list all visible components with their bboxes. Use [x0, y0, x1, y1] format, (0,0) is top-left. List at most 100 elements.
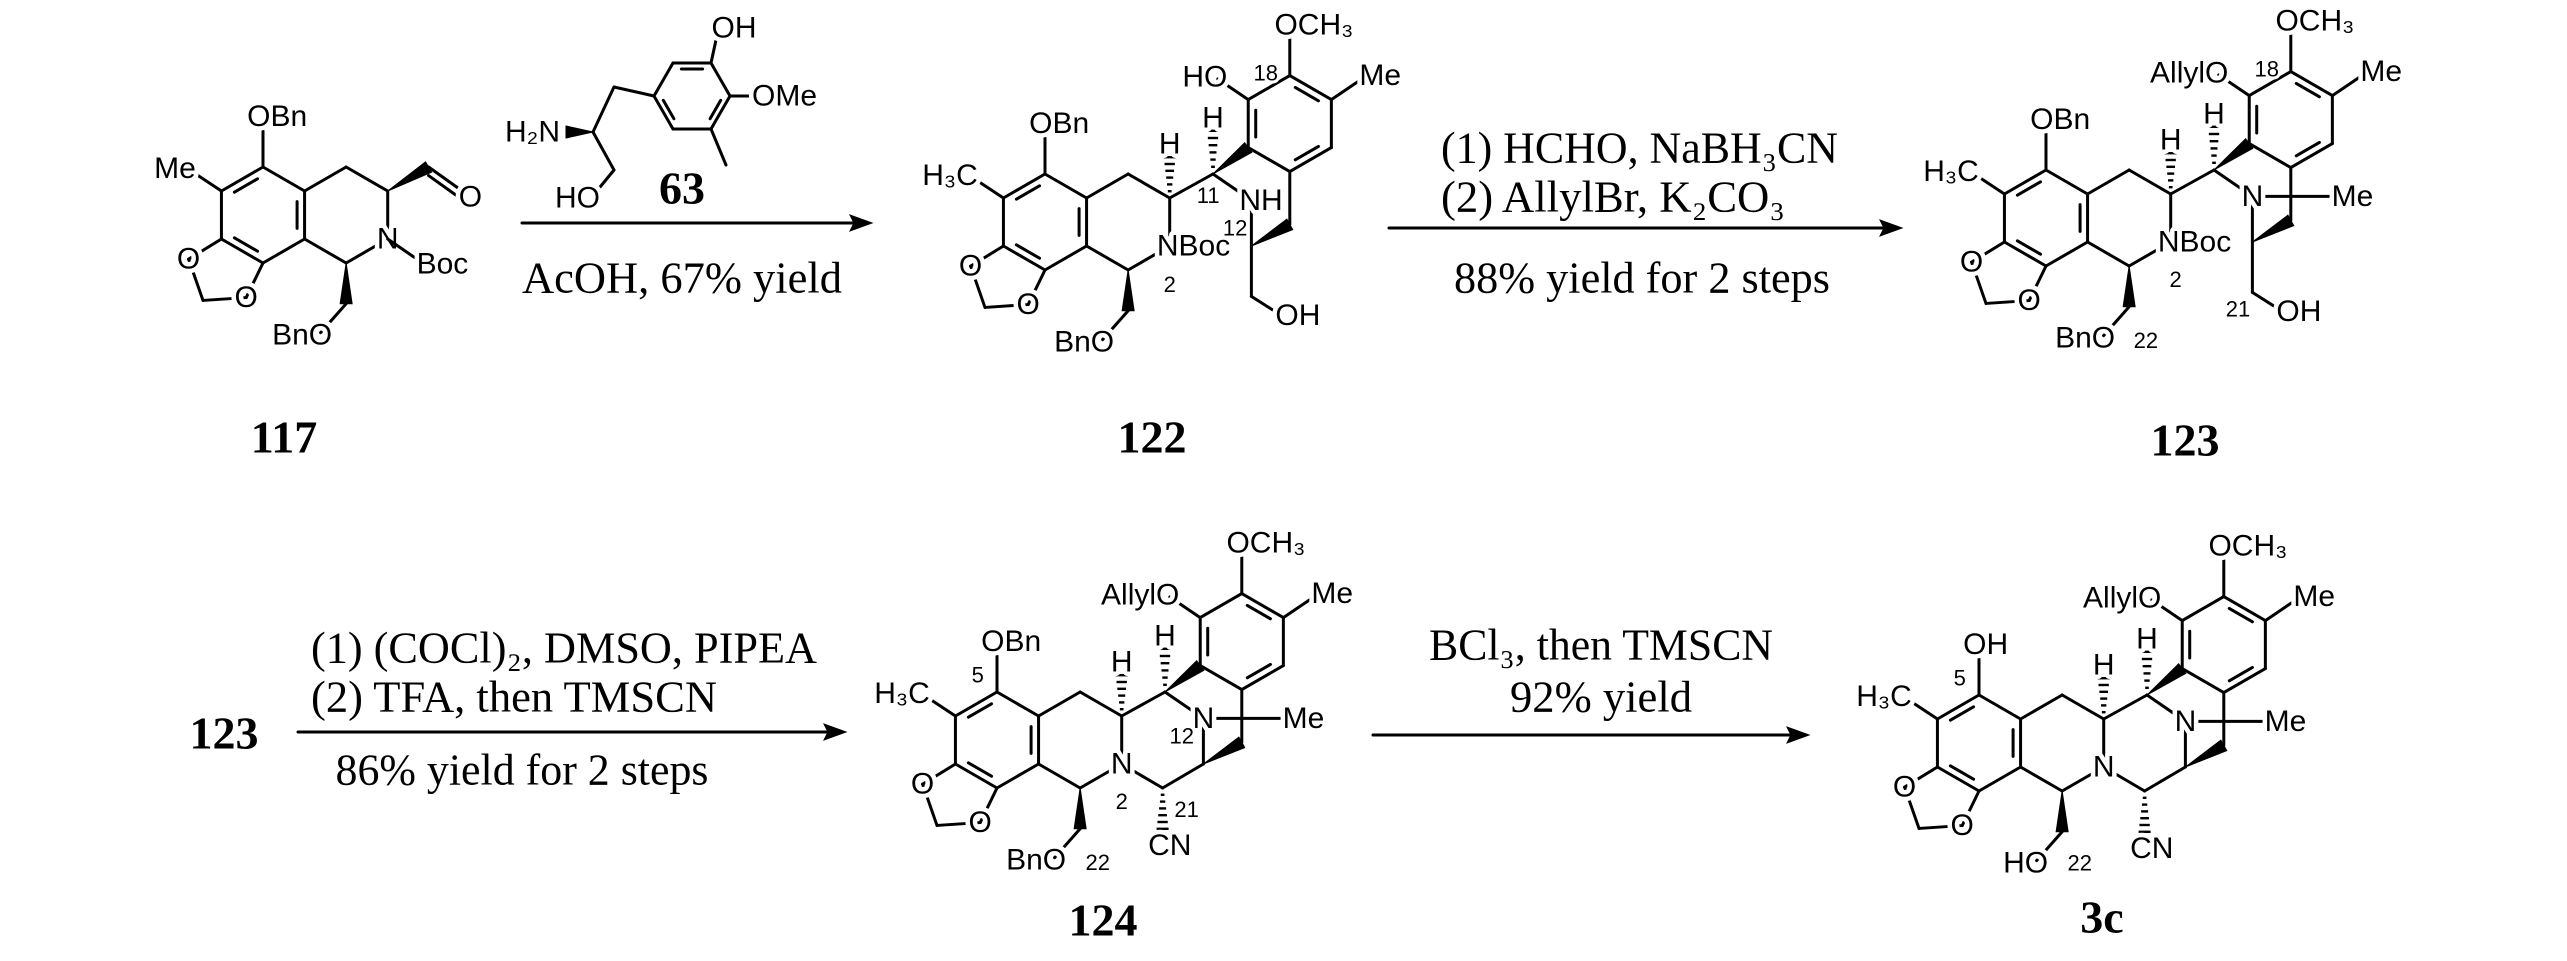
single-bond — [1043, 244, 1089, 272]
single-bond — [344, 237, 390, 265]
single-bond — [386, 237, 416, 259]
methoxy-label: OCH₃ — [1274, 9, 1353, 42]
arrow-head — [1785, 726, 1811, 744]
double-bond-inner — [1245, 662, 1272, 680]
single-bond — [594, 168, 616, 194]
methoxy-label: OMe — [752, 80, 817, 113]
single-bond — [2150, 598, 2184, 623]
methyl-label: H₃C — [1856, 680, 1912, 713]
hydrogen-label: H — [2203, 97, 2225, 130]
single-bond — [1216, 77, 1250, 102]
n-boc-label: NBoc — [2158, 226, 2231, 259]
atom-number-22: 22 — [2068, 851, 2092, 876]
single-bond — [1053, 827, 1082, 860]
wedge-bond — [2055, 790, 2069, 833]
single-bond — [2180, 595, 2226, 623]
dioxole-oxygen-label: O — [177, 243, 200, 276]
n-methyl-label: Me — [2265, 705, 2307, 738]
hydrogen-label: H — [2136, 622, 2158, 655]
hydrogen-label: H — [2160, 124, 2182, 157]
hydrogen-label: H — [1159, 128, 1181, 161]
single-bond — [427, 165, 464, 193]
single-bond — [1903, 765, 1939, 789]
single-bond — [969, 264, 987, 309]
single-bond — [1288, 146, 1333, 174]
aryl-methyl-label: Me — [1311, 577, 1353, 610]
atom-number-18: 18 — [1254, 61, 1278, 86]
double-bond-inner — [1293, 144, 1320, 162]
wedge-bond — [1203, 736, 1246, 765]
single-bond — [2250, 290, 2281, 311]
double-bond-inner — [966, 761, 994, 778]
single-bond — [303, 165, 348, 193]
double-bond-inner — [1014, 243, 1042, 260]
atom-number-21: 21 — [2226, 297, 2250, 322]
single-bond — [1903, 785, 1921, 830]
aryl-methyl-label: Me — [2360, 55, 2402, 88]
arrow-head — [848, 214, 874, 232]
compound-label-117: 117 — [251, 412, 317, 463]
compound-label-124: 124 — [1069, 895, 1138, 946]
single-bond — [1120, 762, 1165, 790]
c22-oxygen-label: BnO — [272, 319, 332, 352]
single-bond — [2002, 240, 2048, 268]
c22-oxygen-label: BnO — [1054, 326, 1114, 359]
step2-yield: 88% yield for 2 steps — [1454, 254, 1830, 303]
reaction-arrow-1 — [520, 214, 874, 232]
single-bond — [189, 169, 223, 193]
single-bond — [1085, 244, 1130, 272]
double-bond-inner — [2294, 140, 2321, 158]
single-bond — [709, 38, 718, 65]
hydrogen-label: H — [1202, 101, 1224, 134]
single-bond — [2145, 693, 2187, 723]
single-bond — [219, 237, 265, 265]
single-bond — [1168, 172, 1215, 200]
step3-yield: 86% yield for 2 steps — [336, 746, 709, 795]
aryl-methyl-label: Me — [1359, 59, 1401, 92]
aryl-methyl-label: Me — [2293, 580, 2335, 613]
hydroxyl-label: HO — [555, 182, 600, 215]
single-bond — [2127, 240, 2173, 268]
single-bond — [2019, 765, 2064, 793]
atom-number-12: 12 — [1170, 724, 1194, 749]
single-bond — [1977, 765, 2023, 793]
single-bond — [319, 302, 348, 335]
single-bond — [261, 165, 307, 193]
single-bond — [1078, 690, 1124, 718]
double-bond-inner — [966, 702, 994, 719]
wedge-bond — [1164, 660, 1205, 693]
atom-number-22: 22 — [2134, 328, 2158, 353]
single-bond — [1917, 824, 1964, 830]
single-bond — [1972, 172, 2006, 196]
single-bond — [1120, 690, 1167, 718]
double-bond-inner — [232, 236, 260, 253]
single-bond — [2247, 142, 2293, 170]
double-bond-inner — [2015, 180, 2043, 197]
aryl-oxygen-label: AllylO — [2083, 582, 2161, 615]
dioxole-oxygen-label: O — [1017, 288, 1040, 321]
compound-label-3c: 3c — [2080, 892, 2123, 943]
atom-number-11: 11 — [1197, 183, 1220, 208]
single-bond — [1281, 595, 1316, 620]
single-bond — [1935, 765, 1981, 793]
single-bond — [971, 176, 1005, 200]
single-bond — [921, 762, 957, 786]
wedge-bond — [565, 125, 594, 139]
single-bond — [2060, 765, 2106, 793]
wedge-bond — [2213, 138, 2254, 171]
single-bond — [1240, 592, 1285, 620]
compound-label-63: 63 — [659, 163, 705, 214]
wedge-bond — [1251, 218, 1294, 247]
dioxole-oxygen-label: O — [1960, 246, 1983, 279]
reaction-arrow-4 — [1371, 726, 1811, 744]
step3-reagent-2: (2) TFA, then TMSCN — [311, 673, 717, 722]
amine-label: H₂N — [505, 116, 560, 149]
wedge-bond — [387, 161, 433, 192]
single-bond — [2086, 240, 2131, 268]
atom-number-22: 22 — [1086, 850, 1110, 875]
methoxy-label: OCH₃ — [2275, 5, 2354, 38]
single-bond — [1085, 172, 1130, 200]
